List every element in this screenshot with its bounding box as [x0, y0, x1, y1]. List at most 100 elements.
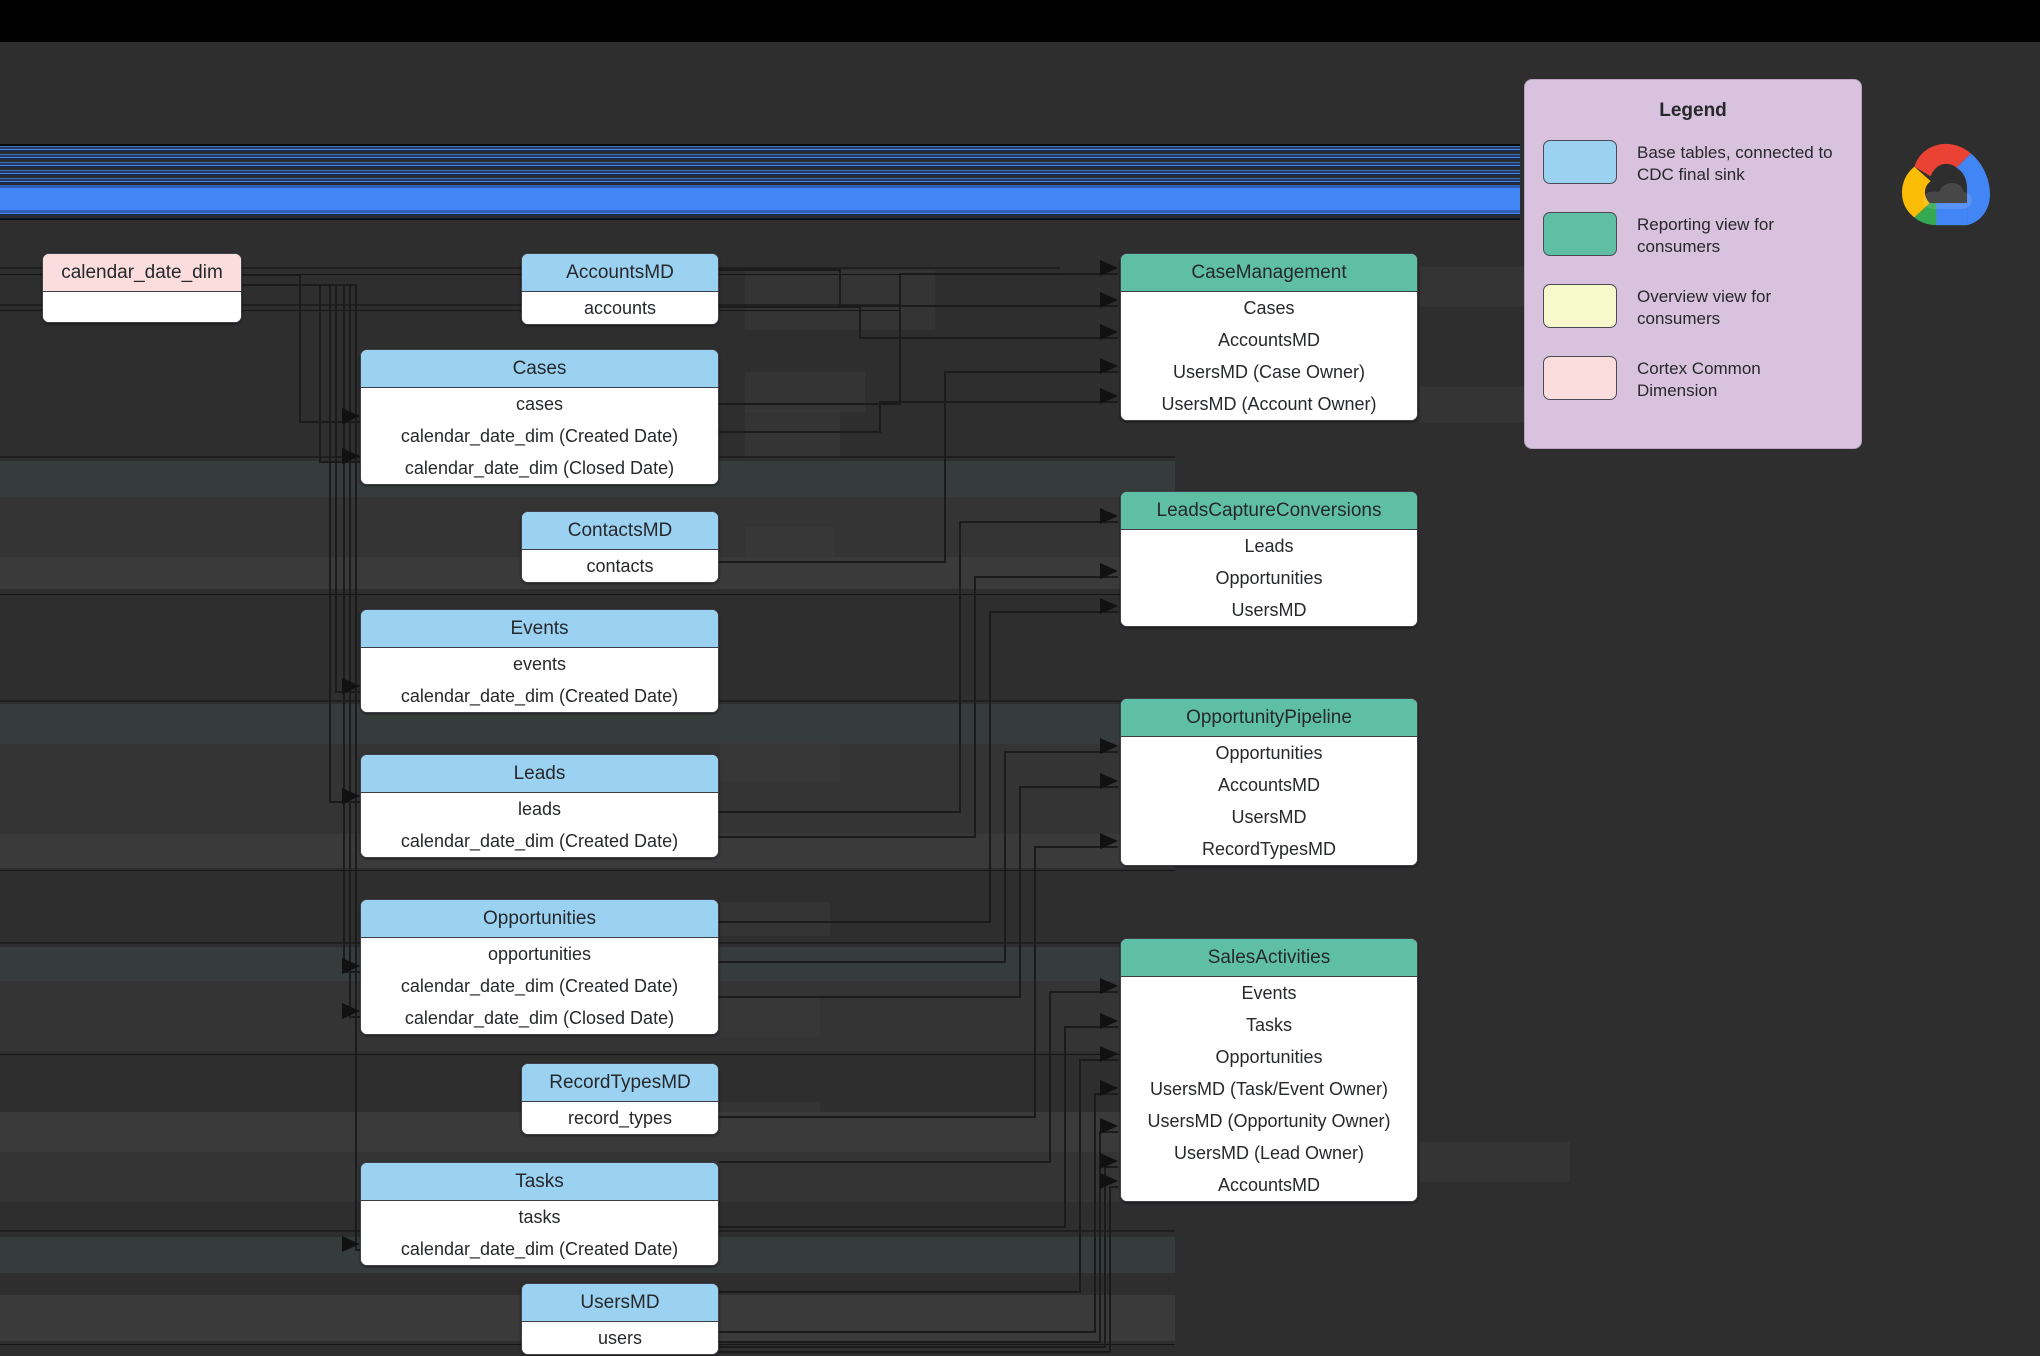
- entity-row: calendar_date_dim (Created Date): [400, 426, 679, 446]
- entity-row: calendar_date_dim (Created Date): [400, 686, 679, 706]
- legend-item-reporting-view: Reporting view for consumers: [1543, 212, 1843, 258]
- entity-rows: Opportunities AccountsMD UsersMD RecordT…: [1121, 737, 1417, 865]
- legend-swatch-reporting-view: [1543, 212, 1617, 256]
- entity-title: Cases: [361, 350, 718, 388]
- entity-rows: Leads Opportunities UsersMD: [1121, 530, 1417, 626]
- entity-row: Events: [1241, 983, 1297, 1003]
- entity-box-leads[interactable]: Leads leads calendar_date_dim (Created D…: [360, 754, 719, 858]
- background-artifact: [1420, 267, 1540, 307]
- entity-title: AccountsMD: [522, 254, 718, 292]
- entity-row: contacts: [586, 556, 654, 576]
- background-artifact: [745, 270, 935, 330]
- entity-row: calendar_date_dim (Created Date): [400, 976, 679, 996]
- entity-row: AccountsMD: [1217, 330, 1321, 350]
- entity-row: calendar_date_dim (Created Date): [400, 831, 679, 851]
- background-artifact: [720, 902, 830, 936]
- entity-rows: [43, 292, 241, 322]
- entity-row: Cases: [1243, 298, 1295, 318]
- entity-box-opportunitypipeline[interactable]: OpportunityPipeline Opportunities Accoun…: [1120, 698, 1418, 866]
- entity-rows: Cases AccountsMD UsersMD (Case Owner) Us…: [1121, 292, 1417, 420]
- entity-rows: tasks calendar_date_dim (Created Date): [361, 1201, 718, 1265]
- entity-row: UsersMD: [1231, 807, 1307, 827]
- entity-row: events: [512, 654, 567, 674]
- entity-row: record_types: [567, 1108, 673, 1128]
- entity-title: UsersMD: [522, 1284, 718, 1322]
- legend-swatch-cortex-dimension: [1543, 356, 1617, 400]
- entity-rows: Events Tasks Opportunities UsersMD (Task…: [1121, 977, 1417, 1201]
- background-artifact: [1420, 1142, 1570, 1182]
- entity-title: CaseManagement: [1121, 254, 1417, 292]
- entity-box-cases[interactable]: Cases cases calendar_date_dim (Created D…: [360, 349, 719, 485]
- entity-box-leadscaptureconversions[interactable]: LeadsCaptureConversions Leads Opportunit…: [1120, 491, 1418, 627]
- entity-row: Tasks: [1245, 1015, 1292, 1035]
- background-artifact: [745, 410, 840, 458]
- entity-title: LeadsCaptureConversions: [1121, 492, 1417, 530]
- entity-rows: cases calendar_date_dim (Created Date) c…: [361, 388, 718, 484]
- entity-row: UsersMD (Opportunity Owner): [1147, 1111, 1391, 1131]
- entity-box-opportunities[interactable]: Opportunities opportunities calendar_dat…: [360, 899, 719, 1035]
- entity-row: opportunities: [487, 944, 592, 964]
- entity-box-tasks[interactable]: Tasks tasks calendar_date_dim (Created D…: [360, 1162, 719, 1266]
- entity-title: Events: [361, 610, 718, 648]
- background-artifact: [720, 997, 820, 1037]
- entity-title: SalesActivities: [1121, 939, 1417, 977]
- entity-title: Leads: [361, 755, 718, 793]
- entity-row: calendar_date_dim (Created Date): [400, 1239, 679, 1259]
- entity-row: UsersMD (Account Owner): [1161, 394, 1377, 414]
- entity-title: calendar_date_dim: [43, 254, 241, 292]
- entity-rows: events calendar_date_dim (Created Date): [361, 648, 718, 712]
- entity-title: OpportunityPipeline: [1121, 699, 1417, 737]
- entity-box-casemanagement[interactable]: CaseManagement Cases AccountsMD UsersMD …: [1120, 253, 1418, 421]
- entity-row: accounts: [583, 298, 657, 318]
- legend-label: Overview view for consumers: [1637, 287, 1772, 328]
- entity-rows: record_types: [522, 1102, 718, 1134]
- legend-item-base-tables: Base tables, connected to CDC final sink: [1543, 140, 1843, 186]
- entity-title: Tasks: [361, 1163, 718, 1201]
- blue-stripe-artifact: [0, 144, 1520, 220]
- entity-box-events[interactable]: Events events calendar_date_dim (Created…: [360, 609, 719, 713]
- entity-row: UsersMD (Lead Owner): [1173, 1143, 1365, 1163]
- entity-row: users: [597, 1328, 642, 1348]
- entity-box-salesactivities[interactable]: SalesActivities Events Tasks Opportuniti…: [1120, 938, 1418, 1202]
- legend-item-overview-view: Overview view for consumers: [1543, 284, 1843, 330]
- legend-label: Reporting view for consumers: [1637, 215, 1775, 256]
- entity-title: RecordTypesMD: [522, 1064, 718, 1102]
- legend-swatch-overview-view: [1543, 284, 1617, 328]
- legend-title: Legend: [1659, 100, 1727, 121]
- background-artifact: [745, 527, 835, 563]
- entity-row: RecordTypesMD: [1201, 839, 1337, 859]
- entity-title: Opportunities: [361, 900, 718, 938]
- entity-row: Opportunities: [1215, 568, 1323, 588]
- background-artifact: [720, 742, 840, 782]
- entity-row: tasks: [518, 1207, 561, 1227]
- entity-rows: opportunities calendar_date_dim (Created…: [361, 938, 718, 1034]
- background-artifact: [745, 372, 865, 412]
- entity-rows: contacts: [522, 550, 718, 582]
- entity-row: AccountsMD: [1217, 775, 1321, 795]
- entity-box-calendar-date-dim[interactable]: calendar_date_dim: [42, 253, 242, 323]
- entity-row: UsersMD: [1231, 600, 1307, 620]
- entity-box-contactsmd[interactable]: ContactsMD contacts: [521, 511, 719, 583]
- legend-label: Cortex Common Dimension: [1637, 359, 1761, 400]
- google-cloud-logo: [1902, 143, 1990, 226]
- legend-panel: Legend Base tables, connected to CDC fin…: [1524, 79, 1862, 449]
- entity-row: Leads: [1244, 536, 1294, 556]
- entity-box-usersmd[interactable]: UsersMD users: [521, 1283, 719, 1355]
- entity-box-accountsmd[interactable]: AccountsMD accounts: [521, 253, 719, 325]
- background-artifact: [720, 1102, 820, 1138]
- entity-title: ContactsMD: [522, 512, 718, 550]
- entity-row: leads: [517, 799, 562, 819]
- entity-rows: users: [522, 1322, 718, 1354]
- entity-row: AccountsMD: [1217, 1175, 1321, 1195]
- legend-item-cortex-dimension: Cortex Common Dimension: [1543, 356, 1843, 402]
- entity-row: Opportunities: [1215, 743, 1323, 763]
- entity-row: calendar_date_dim (Closed Date): [404, 458, 675, 478]
- entity-box-recordtypesmd[interactable]: RecordTypesMD record_types: [521, 1063, 719, 1135]
- entity-row: UsersMD (Case Owner): [1172, 362, 1366, 382]
- legend-label: Base tables, connected to CDC final sink: [1637, 143, 1833, 184]
- entity-row: Opportunities: [1215, 1047, 1323, 1067]
- legend-swatch-base-table: [1543, 140, 1617, 184]
- background-artifact: [1420, 387, 1530, 423]
- entity-row: calendar_date_dim (Closed Date): [404, 1008, 675, 1028]
